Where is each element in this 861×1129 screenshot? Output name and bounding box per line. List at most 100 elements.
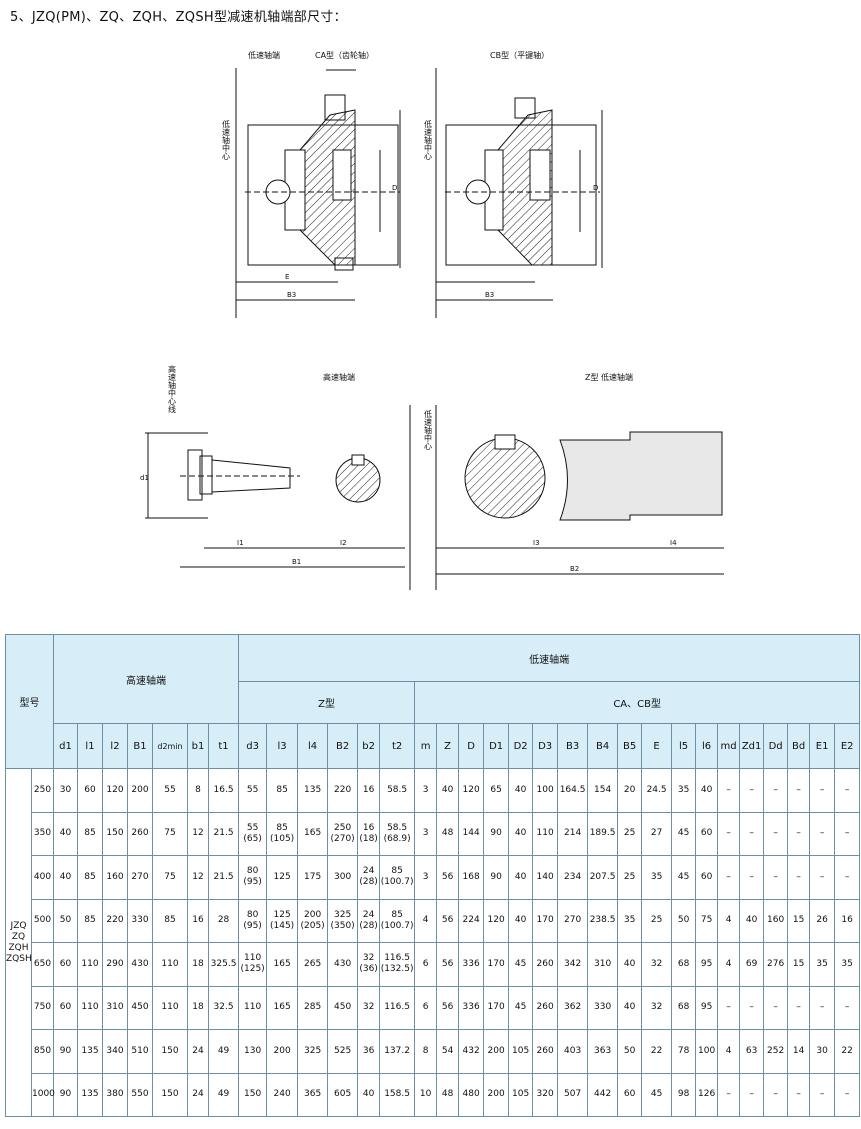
table-cell: 95 [695, 985, 719, 1030]
model-size-cell: 500 [31, 898, 54, 943]
table-cell: 28 [207, 898, 240, 943]
table-cell: 200 [266, 1029, 299, 1074]
table-cell: 450 [127, 985, 153, 1030]
view-a-dim-b3: B3 [287, 291, 296, 299]
table-cell: 85 [77, 811, 103, 856]
table-cell: 325(350) [327, 898, 359, 943]
table-cell: 310 [102, 985, 128, 1030]
table-cell: 100 [532, 768, 559, 813]
table-cell: 110 [238, 985, 268, 1030]
table-cell: 16 [834, 898, 861, 943]
table-cell: 85 [266, 768, 299, 813]
table-cell: 85(100.7) [379, 898, 416, 943]
table-cell: 120 [102, 768, 128, 813]
view-c-dim-i1: I1 [237, 539, 244, 547]
table-cell: 24.5 [641, 768, 673, 813]
table-cell: 10 [414, 1072, 438, 1117]
table-cell: 50 [53, 898, 78, 943]
table-cell: 3 [414, 855, 438, 900]
table-cell: 78 [671, 1029, 697, 1074]
table-cell: 24(28) [357, 855, 381, 900]
table-cell: – [787, 855, 811, 900]
view-c-dim-i2: I2 [340, 539, 347, 547]
table-cell: 325 [297, 1029, 329, 1074]
table-cell: 16(18) [357, 811, 381, 856]
table-cell: 605 [327, 1072, 359, 1117]
table-cell: 220 [102, 898, 128, 943]
table-cell: 8 [187, 768, 209, 813]
table-cell: 80(95) [238, 898, 268, 943]
view-a-label-ca: CA型（齿轮轴） [315, 50, 374, 60]
table-cell: 200 [127, 768, 153, 813]
table-cell: 507 [557, 1072, 589, 1117]
view-a-label-top: 低速轴端 [248, 50, 280, 60]
table-cell: – [717, 768, 741, 813]
table-cell: 110 [77, 985, 103, 1030]
table-cell: 240 [266, 1072, 299, 1117]
table-cell: 330 [587, 985, 619, 1030]
table-cell: 22 [834, 1029, 861, 1074]
table-cell: 58.5(68.9) [379, 811, 416, 856]
table-cell: 85 [77, 855, 103, 900]
table-cell: 18 [187, 985, 209, 1030]
table-cell: 140 [532, 855, 559, 900]
table-cell: 480 [458, 1072, 485, 1117]
table-cell: 55 [152, 768, 188, 813]
table-cell: 35 [671, 768, 697, 813]
table-cell: 90 [53, 1072, 78, 1117]
table-cell: 60 [77, 768, 103, 813]
table-cell: – [763, 768, 789, 813]
table-cell: 154 [587, 768, 619, 813]
table-cell: 265 [297, 942, 329, 987]
table-cell: – [763, 985, 789, 1030]
table-cell: 40 [508, 811, 534, 856]
table-cell: 189.5 [587, 811, 619, 856]
model-size-cell: 750 [31, 985, 54, 1030]
column-header-e2: E2 [834, 723, 861, 769]
table-cell: 20 [617, 768, 643, 813]
table-cell: 260 [532, 1029, 559, 1074]
view-d-dim-i3: I3 [533, 539, 540, 547]
view-c-center-mark: 高速轴中心线 [168, 364, 177, 413]
z-type-header: Z型 [238, 681, 416, 724]
table-cell: – [787, 768, 811, 813]
table-cell: 160 [102, 855, 128, 900]
table-cell: 340 [102, 1029, 128, 1074]
view-c-label-top: 高速轴端 [323, 372, 355, 382]
table-cell: 125(145) [266, 898, 299, 943]
table-cell: 24(28) [357, 898, 381, 943]
table-cell: 55(65) [238, 811, 268, 856]
table-cell: 75 [695, 898, 719, 943]
table-cell: – [787, 811, 811, 856]
table-cell: 3 [414, 811, 438, 856]
table-cell: 207.5 [587, 855, 619, 900]
table-cell: 116.5(132.5) [379, 942, 416, 987]
table-cell: 158.5 [379, 1072, 416, 1117]
table-cell: – [717, 985, 741, 1030]
view-d-dim-b2: B2 [570, 565, 579, 573]
table-cell: – [809, 1072, 836, 1117]
table-cell: 432 [458, 1029, 485, 1074]
table-cell: – [834, 811, 861, 856]
table-cell: 130 [238, 1029, 268, 1074]
table-cell: 40 [739, 898, 765, 943]
table-cell: 160 [763, 898, 789, 943]
column-header-b1: b1 [187, 723, 209, 769]
view-d-side-label: 低速轴中心 [424, 409, 433, 450]
view-d-dim-i4: I4 [670, 539, 677, 547]
high-speed-header: 高速轴端 [52, 634, 240, 724]
table-cell: 430 [327, 942, 359, 987]
view-cb: CB型（平键轴） 低速轴中心 B3 D [424, 50, 603, 318]
table-cell: – [809, 855, 836, 900]
table-cell: 35 [809, 942, 836, 987]
column-header-b2: b2 [357, 723, 381, 769]
table-cell: 60 [53, 942, 78, 987]
table-cell: – [739, 811, 765, 856]
table-cell: 330 [127, 898, 153, 943]
table-cell: 4 [717, 942, 741, 987]
table-cell: 290 [102, 942, 128, 987]
